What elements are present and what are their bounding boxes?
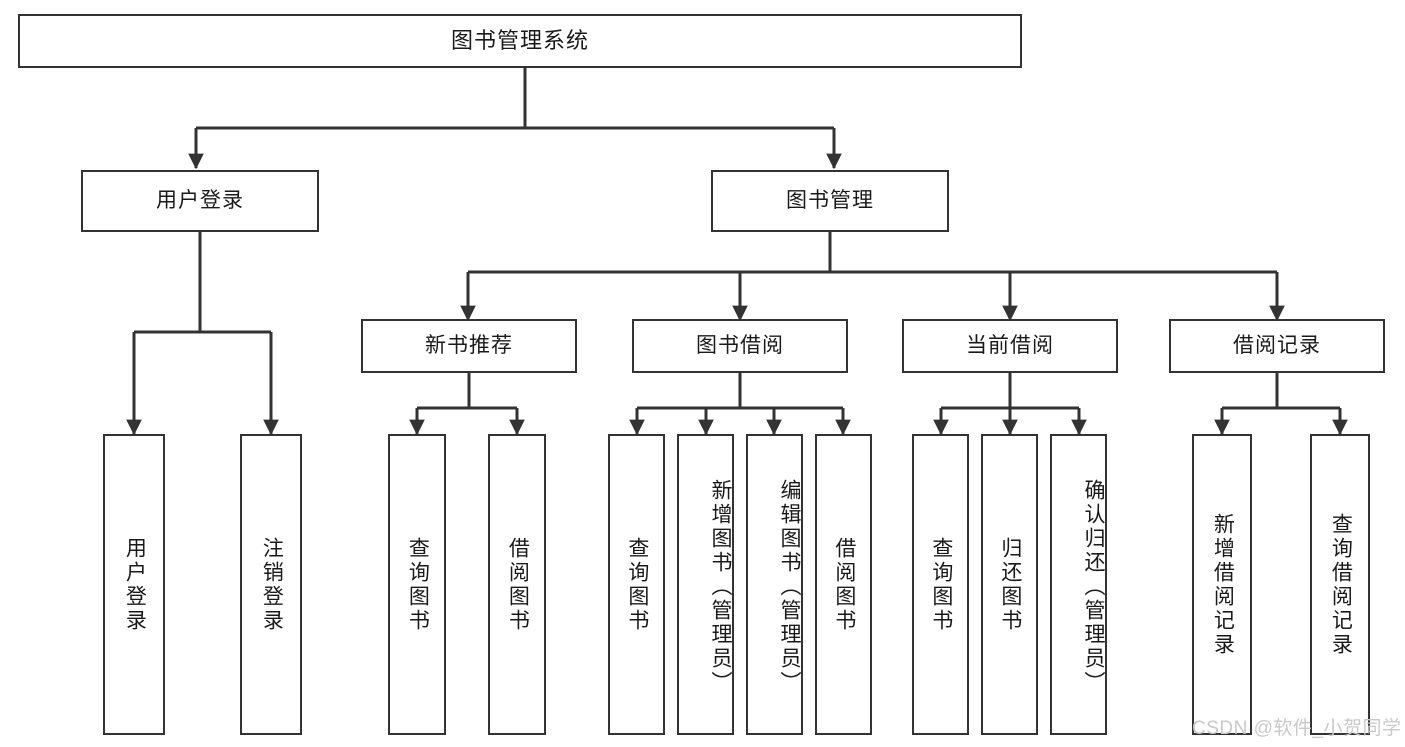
leaf-current-confirm-return-admin[interactable]: 确认归还（管理员） — [1050, 434, 1107, 735]
node-new-book-recommend[interactable]: 新书推荐 — [361, 319, 577, 373]
leaf-record-add-record[interactable]: 新增借阅记录 — [1192, 434, 1252, 735]
leaf-recommend-borrow-book[interactable]: 借阅图书 — [488, 434, 546, 735]
leaf-current-return-book[interactable]: 归还图书 — [981, 434, 1038, 735]
leaf-user-logout[interactable]: 注销登录 — [240, 434, 302, 735]
leaf-user-login[interactable]: 用户登录 — [103, 434, 165, 735]
csdn-watermark: CSDN @软件_小贺同学 — [1192, 718, 1402, 739]
node-borrow-record[interactable]: 借阅记录 — [1169, 319, 1385, 373]
node-current-borrow[interactable]: 当前借阅 — [902, 319, 1118, 373]
node-user-login[interactable]: 用户登录 — [81, 170, 319, 232]
leaf-borrow-borrow-book[interactable]: 借阅图书 — [815, 434, 872, 735]
leaf-borrow-add-book-admin[interactable]: 新增图书（管理员） — [677, 434, 734, 735]
leaf-record-query-record[interactable]: 查询借阅记录 — [1310, 434, 1370, 735]
leaf-recommend-query-book[interactable]: 查询图书 — [388, 434, 446, 735]
leaf-current-query-book[interactable]: 查询图书 — [912, 434, 969, 735]
node-book-management[interactable]: 图书管理 — [711, 170, 949, 232]
leaf-borrow-edit-book-admin[interactable]: 编辑图书（管理员） — [746, 434, 803, 735]
node-book-borrow[interactable]: 图书借阅 — [632, 319, 848, 373]
leaf-borrow-query-book[interactable]: 查询图书 — [608, 434, 665, 735]
node-root[interactable]: 图书管理系统 — [18, 14, 1022, 68]
